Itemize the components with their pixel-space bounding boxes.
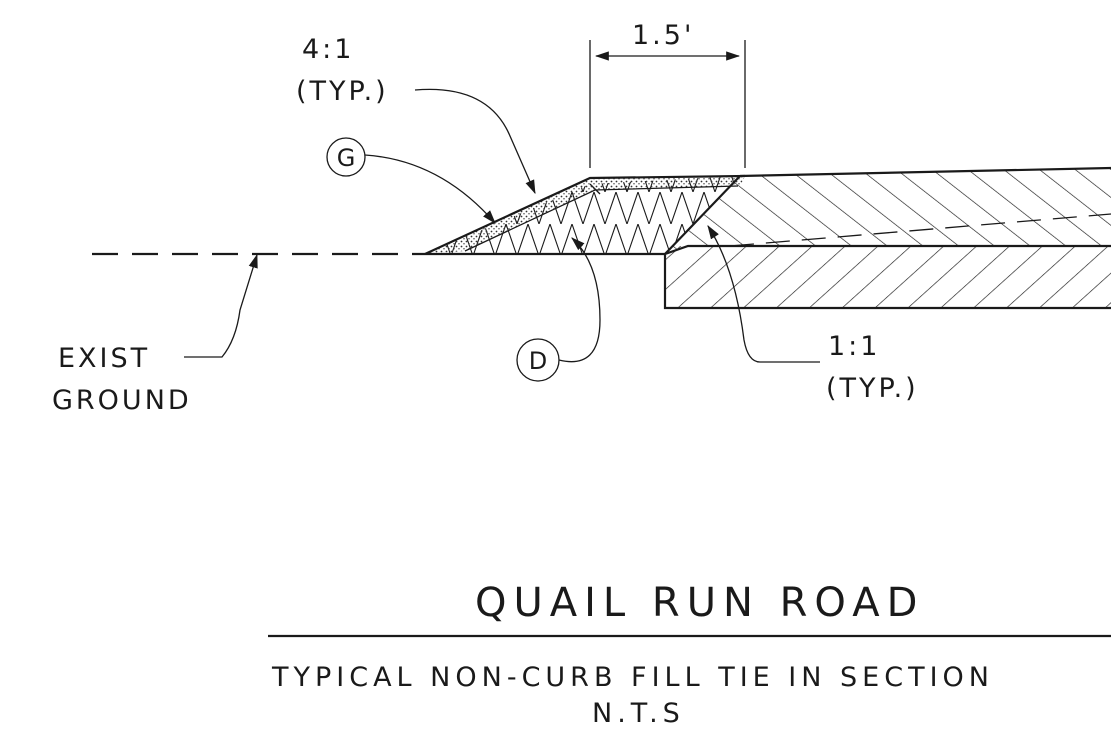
dimension-label: 1.5' [632, 20, 694, 51]
slope-1-1-callout: 1:1 (TYP.) [707, 225, 919, 404]
slope-4-1-typ-label: (TYP.) [296, 76, 389, 107]
dimension-1-5-ft: 1.5' [589, 20, 746, 168]
callout-d-label: D [529, 347, 547, 375]
lower-pavement-layer [663, 244, 1111, 310]
slope-4-1-label: 4:1 [302, 34, 354, 65]
topsoil-layer-g [424, 174, 746, 256]
callout-d: D [516, 237, 601, 382]
slope-1-1-label: 1:1 [828, 331, 880, 362]
slope-1-1-typ-label: (TYP.) [826, 373, 919, 404]
ground-label: GROUND [52, 385, 192, 416]
exist-label: EXIST [58, 343, 150, 374]
callout-g: G [326, 137, 496, 224]
drawing-title: QUAIL RUN ROAD [475, 580, 924, 626]
scale-note: N.T.S [592, 698, 685, 729]
callout-g-label: G [337, 144, 356, 172]
existing-ground-callout: EXIST GROUND [52, 253, 258, 416]
drawing-subtitle: TYPICAL NON-CURB FILL TIE IN SECTION [271, 662, 994, 693]
slope-4-1-callout: 4:1 (TYP.) [296, 34, 536, 195]
